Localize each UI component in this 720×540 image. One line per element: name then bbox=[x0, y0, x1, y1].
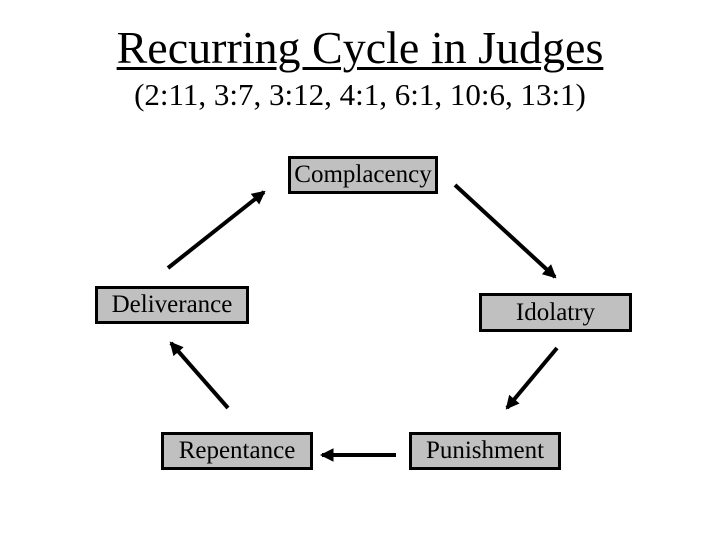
node-punishment: Punishment bbox=[409, 432, 561, 470]
node-complacency: Complacency bbox=[288, 156, 438, 194]
slide-title-text: Recurring Cycle in Judges bbox=[116, 22, 604, 73]
node-repentance: Repentance bbox=[161, 432, 313, 470]
arrow-deliverance-to-complacency-icon bbox=[166, 190, 266, 270]
arrow-idolatry-to-punishment-icon bbox=[505, 346, 559, 410]
slide-subtitle: (2:11, 3:7, 3:12, 4:1, 6:1, 10:6, 13:1) bbox=[134, 77, 586, 112]
arrow-repentance-to-deliverance-icon bbox=[169, 341, 230, 410]
arrow-complacency-to-idolatry-icon bbox=[453, 183, 557, 279]
node-idolatry: Idolatry bbox=[479, 293, 632, 332]
node-deliverance: Deliverance bbox=[95, 286, 249, 324]
slide-title: Recurring Cycle in Judges bbox=[0, 22, 720, 74]
